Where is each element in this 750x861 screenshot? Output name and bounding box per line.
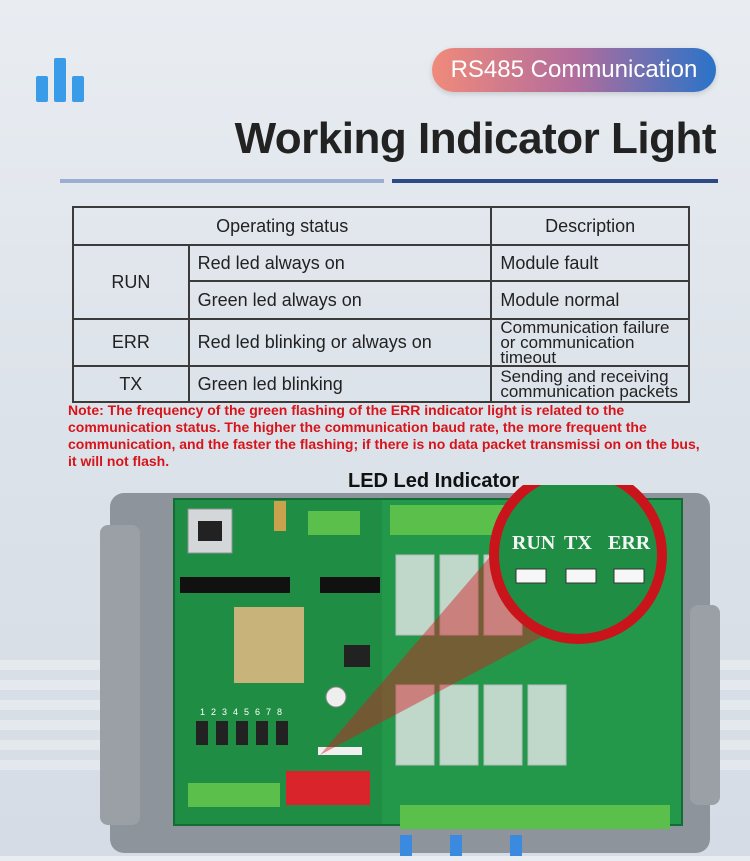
header-operating-status: Operating status bbox=[71, 206, 493, 246]
row-description: Communication failure or communication t… bbox=[490, 318, 690, 367]
header-description: Description bbox=[490, 206, 690, 246]
bars-icon bbox=[36, 58, 96, 102]
channel-number: 3 bbox=[222, 707, 227, 717]
table-row: RUN Red led always on Module fault bbox=[72, 244, 690, 320]
row-state: Green led blinking bbox=[187, 365, 493, 403]
channel-number: 4 bbox=[233, 707, 238, 717]
zoom-label-run: RUN bbox=[512, 532, 556, 554]
table-row: TX Green led blinking Sending and receiv… bbox=[72, 365, 690, 403]
row-state: Red led blinking or always on bbox=[187, 318, 493, 367]
page-title: Working Indicator Light bbox=[234, 114, 717, 163]
channel-number: 2 bbox=[211, 707, 216, 717]
row-description: Module fault bbox=[490, 244, 690, 282]
row-group-tx: TX bbox=[72, 365, 190, 403]
channel-number: 8 bbox=[277, 707, 282, 717]
rs485-badge: RS485 Communication bbox=[432, 48, 716, 92]
zoom-label-tx: TX bbox=[564, 532, 592, 554]
table-header-row: Operating status Description bbox=[71, 206, 690, 246]
title-underline-left bbox=[60, 179, 384, 183]
row-state: Green led always on bbox=[187, 280, 493, 320]
row-group-run: RUN bbox=[72, 244, 190, 320]
note-text: Note: The frequency of the green flashin… bbox=[68, 402, 700, 469]
channel-number: 6 bbox=[255, 707, 260, 717]
row-description: Module normal bbox=[490, 280, 690, 320]
channel-number: 7 bbox=[266, 707, 271, 717]
channel-number: 5 bbox=[244, 707, 249, 717]
table-row: Green led always on Module normal bbox=[73, 280, 690, 320]
status-table: Operating status Description RUN Red led… bbox=[71, 206, 690, 403]
row-state: Red led always on bbox=[187, 244, 493, 282]
led-indicator-label: LED Led Indicator bbox=[348, 470, 520, 492]
zoom-label-err: ERR bbox=[608, 532, 651, 554]
row-description: Sending and receiving communication pack… bbox=[490, 365, 690, 403]
row-group-err: ERR bbox=[72, 318, 190, 367]
channel-number: 1 bbox=[200, 707, 205, 717]
title-underline-right bbox=[392, 179, 718, 183]
table-row: ERR Red led blinking or always on Commun… bbox=[72, 318, 690, 367]
